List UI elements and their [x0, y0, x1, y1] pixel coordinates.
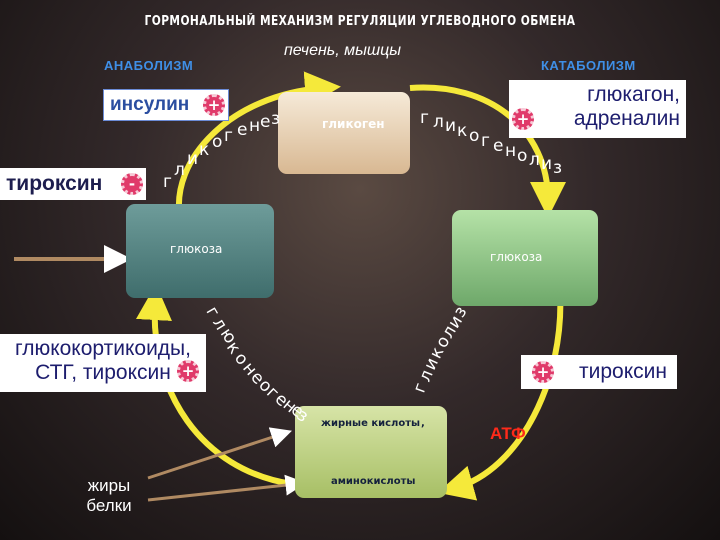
thyroxin-left-label: тироксин — [6, 172, 103, 195]
fatty-amino-node: жирные кислоты , аминокислоты — [295, 406, 447, 498]
catabolism-header: КАТАБОЛИЗМ — [541, 58, 636, 73]
proteins-arrow — [147, 474, 307, 502]
thyroxin-right-box: тироксин — [521, 355, 677, 389]
glucose-right-node: глюкоза — [452, 210, 598, 306]
glucocorticoids-box: глюкокортикоиды, СТГ, тироксин — [0, 334, 206, 392]
glucagon-plus-icon: + — [512, 108, 534, 130]
glycolysis-arrow — [437, 289, 564, 501]
glucose-left-node: глюкоза — [126, 204, 274, 298]
thyroxin-left-minus-icon: - — [121, 173, 143, 195]
glucocorticoids-line2: СТГ, тироксин — [35, 361, 171, 384]
thyroxin-right-plus-icon: + — [532, 361, 554, 383]
page-title: ГОРМОНАЛЬНЫЙ МЕХАНИЗМ РЕГУЛЯЦИИ УГЛЕВОДН… — [144, 14, 576, 29]
glucagon-line2: адреналин — [573, 107, 680, 130]
fatty-acids-label: жирные кислоты — [321, 418, 421, 429]
fatty-acids-suffix: , — [421, 418, 425, 429]
glucocorticoids-line1: глюкокортикоиды, — [15, 337, 191, 360]
thyroxin-right-label: тироксин — [579, 360, 667, 383]
proteins-label: белки — [86, 496, 132, 515]
organs-label: печень, мышцы — [284, 42, 402, 59]
glucagon-box: глюкагон, адреналин — [509, 80, 686, 138]
fats-arrow — [147, 427, 292, 480]
glucagon-line1: глюкагон, — [587, 83, 680, 106]
glycogen-node: гликоген — [278, 92, 410, 174]
anabolism-header: АНАБОЛИЗМ — [104, 58, 194, 73]
glucocorticoids-plus-icon: + — [177, 360, 199, 382]
fats-label: жиры — [87, 476, 131, 495]
atp-label: АТФ — [490, 424, 526, 443]
amino-acids-label: аминокислоты — [331, 476, 416, 487]
insulin-plus-icon: + — [203, 94, 225, 116]
glycogen-label: гликоген — [322, 117, 385, 131]
insulin-label: инсулин — [110, 94, 190, 115]
glucose-left-label: глюкоза — [170, 242, 223, 256]
glucose-right-label: глюкоза — [490, 250, 543, 264]
